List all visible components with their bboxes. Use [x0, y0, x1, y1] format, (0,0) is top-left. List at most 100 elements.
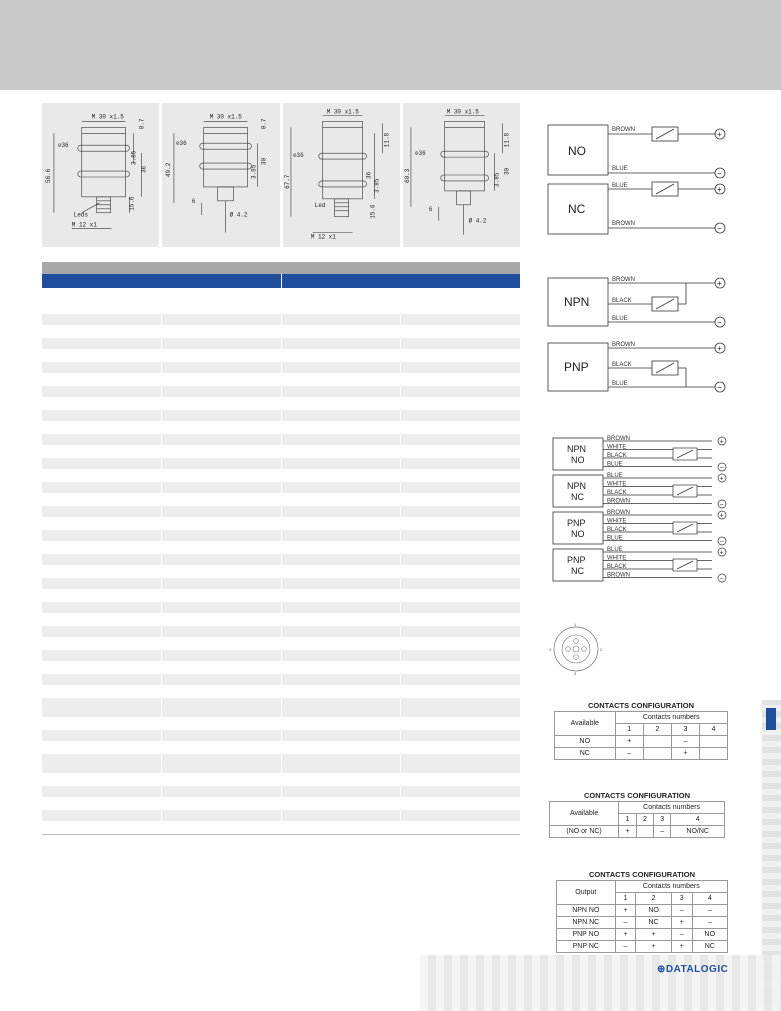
- table-cell: [282, 410, 402, 421]
- table-cell: [42, 506, 162, 517]
- table-cell: [162, 774, 282, 785]
- table-cell: [162, 786, 282, 797]
- contacts-cell: [635, 825, 655, 838]
- table-cell: [401, 338, 520, 349]
- dim-label: 3.85: [373, 178, 380, 193]
- led-callout: Led: [314, 202, 325, 209]
- table-cell: [162, 742, 282, 753]
- wiring-diagrams: NO + BROWN − BLUE NC + BLUE − BROWN: [540, 100, 750, 590]
- wire-label: BROWN: [607, 510, 630, 516]
- wiring-box: [552, 437, 604, 471]
- hole-label: ⊘36: [292, 152, 303, 159]
- table-cell: [42, 362, 162, 373]
- drawing-connector-long: M 30 x1.5 ⊘36 11.8 3.85 36 67.7 15.6 Led…: [282, 103, 400, 247]
- contacts-cell: +: [670, 747, 701, 760]
- contacts-row: NC–+: [554, 747, 728, 760]
- minus-terminal-symbol: −: [720, 465, 724, 472]
- minus-terminal: [717, 499, 727, 509]
- table-row: [42, 686, 520, 698]
- wire-label: BLUE: [607, 462, 623, 468]
- table-cell: [401, 554, 520, 565]
- dim-label: 56.6: [45, 168, 52, 183]
- wire-label: BLUE: [607, 536, 623, 542]
- table-cell: [162, 314, 282, 325]
- table-cell: [42, 518, 162, 529]
- switch-contact: [676, 523, 694, 533]
- contacts-corner-header: Available: [554, 711, 616, 736]
- footer-pattern: [420, 955, 781, 1011]
- contacts-cell: –: [614, 747, 644, 760]
- table-cell: [42, 614, 162, 625]
- table-cell: [42, 446, 162, 457]
- table-row: [42, 566, 520, 578]
- table-cell: [42, 718, 162, 729]
- contacts-cell: [699, 747, 728, 760]
- table-cell: [282, 446, 402, 457]
- contacts-col-header: 4: [699, 723, 728, 736]
- wiring-box-label: NPN: [567, 481, 586, 491]
- table-cell: [162, 398, 282, 409]
- table-cell: [42, 386, 162, 397]
- wiring-box: [552, 474, 604, 508]
- pin-number: 2: [600, 647, 603, 652]
- brand-logo: ⊕DATALOGIC: [657, 964, 729, 975]
- minus-terminal-symbol: −: [720, 502, 724, 509]
- table-row: [42, 446, 520, 458]
- dimension-drawings: M 30 x1.5 ⊘36 0.7 3.85 36 56.6 15.6 Leds…: [42, 103, 520, 247]
- plus-terminal-symbol: +: [720, 476, 724, 483]
- table-cell: [162, 626, 282, 637]
- table-cell: [162, 638, 282, 649]
- contacts-cell: +: [635, 928, 672, 941]
- table-cell: [401, 730, 520, 741]
- table-cell: [282, 434, 402, 445]
- table-row: [42, 410, 520, 422]
- table-cell: [401, 314, 520, 325]
- table-row: [42, 398, 520, 410]
- table-header-cell: [42, 274, 282, 288]
- table-row: [42, 718, 520, 730]
- cable-diameter-label: Ø 4.2: [230, 212, 248, 219]
- dim-label: 0.7: [138, 118, 145, 129]
- table-cell: [162, 482, 282, 493]
- minus-terminal: −: [717, 383, 722, 392]
- contacts-group-header: Contacts numbers: [618, 801, 725, 814]
- wiring-box-label: NC: [571, 492, 584, 502]
- table-cell: [162, 434, 282, 445]
- table-cell: [401, 614, 520, 625]
- table-row: [42, 458, 520, 470]
- contacts-row: PNP NC–++NC: [556, 940, 729, 953]
- table-bottom-rule: [42, 834, 520, 835]
- wiring-box: [552, 548, 604, 582]
- plus-terminal-symbol: +: [720, 513, 724, 520]
- contacts-cell: [699, 735, 728, 748]
- table-cell: [401, 470, 520, 481]
- contacts-cell: [642, 747, 672, 760]
- table-row: [42, 742, 520, 754]
- contacts-cell: –: [670, 928, 693, 941]
- contacts-cell: –: [670, 904, 693, 917]
- table-row: [42, 326, 520, 338]
- drawing-connector-short: M 30 x1.5 ⊘36 0.7 3.85 36 56.6 15.6 Leds…: [42, 103, 160, 247]
- table-cell: [162, 458, 282, 469]
- contacts-corner-header: Available: [548, 801, 620, 826]
- contacts-cell: –: [670, 735, 701, 748]
- table-cell: [282, 542, 402, 553]
- switch-contact: [676, 449, 694, 459]
- wire-label: WHITE: [607, 482, 626, 488]
- table-cell: [42, 338, 162, 349]
- table-cell: [282, 422, 402, 433]
- table-row: [42, 494, 520, 506]
- wire-label: BLUE: [607, 473, 623, 479]
- thread-top-label: M 30 x1.5: [446, 108, 479, 115]
- dim-label: 36: [140, 165, 147, 173]
- hole-label: ⊘36: [415, 150, 426, 157]
- section-tab-marker: [766, 708, 776, 730]
- table-row: [42, 518, 520, 530]
- contacts-cell: +: [614, 904, 637, 917]
- plus-terminal: [717, 473, 727, 483]
- table-cell: [401, 662, 520, 673]
